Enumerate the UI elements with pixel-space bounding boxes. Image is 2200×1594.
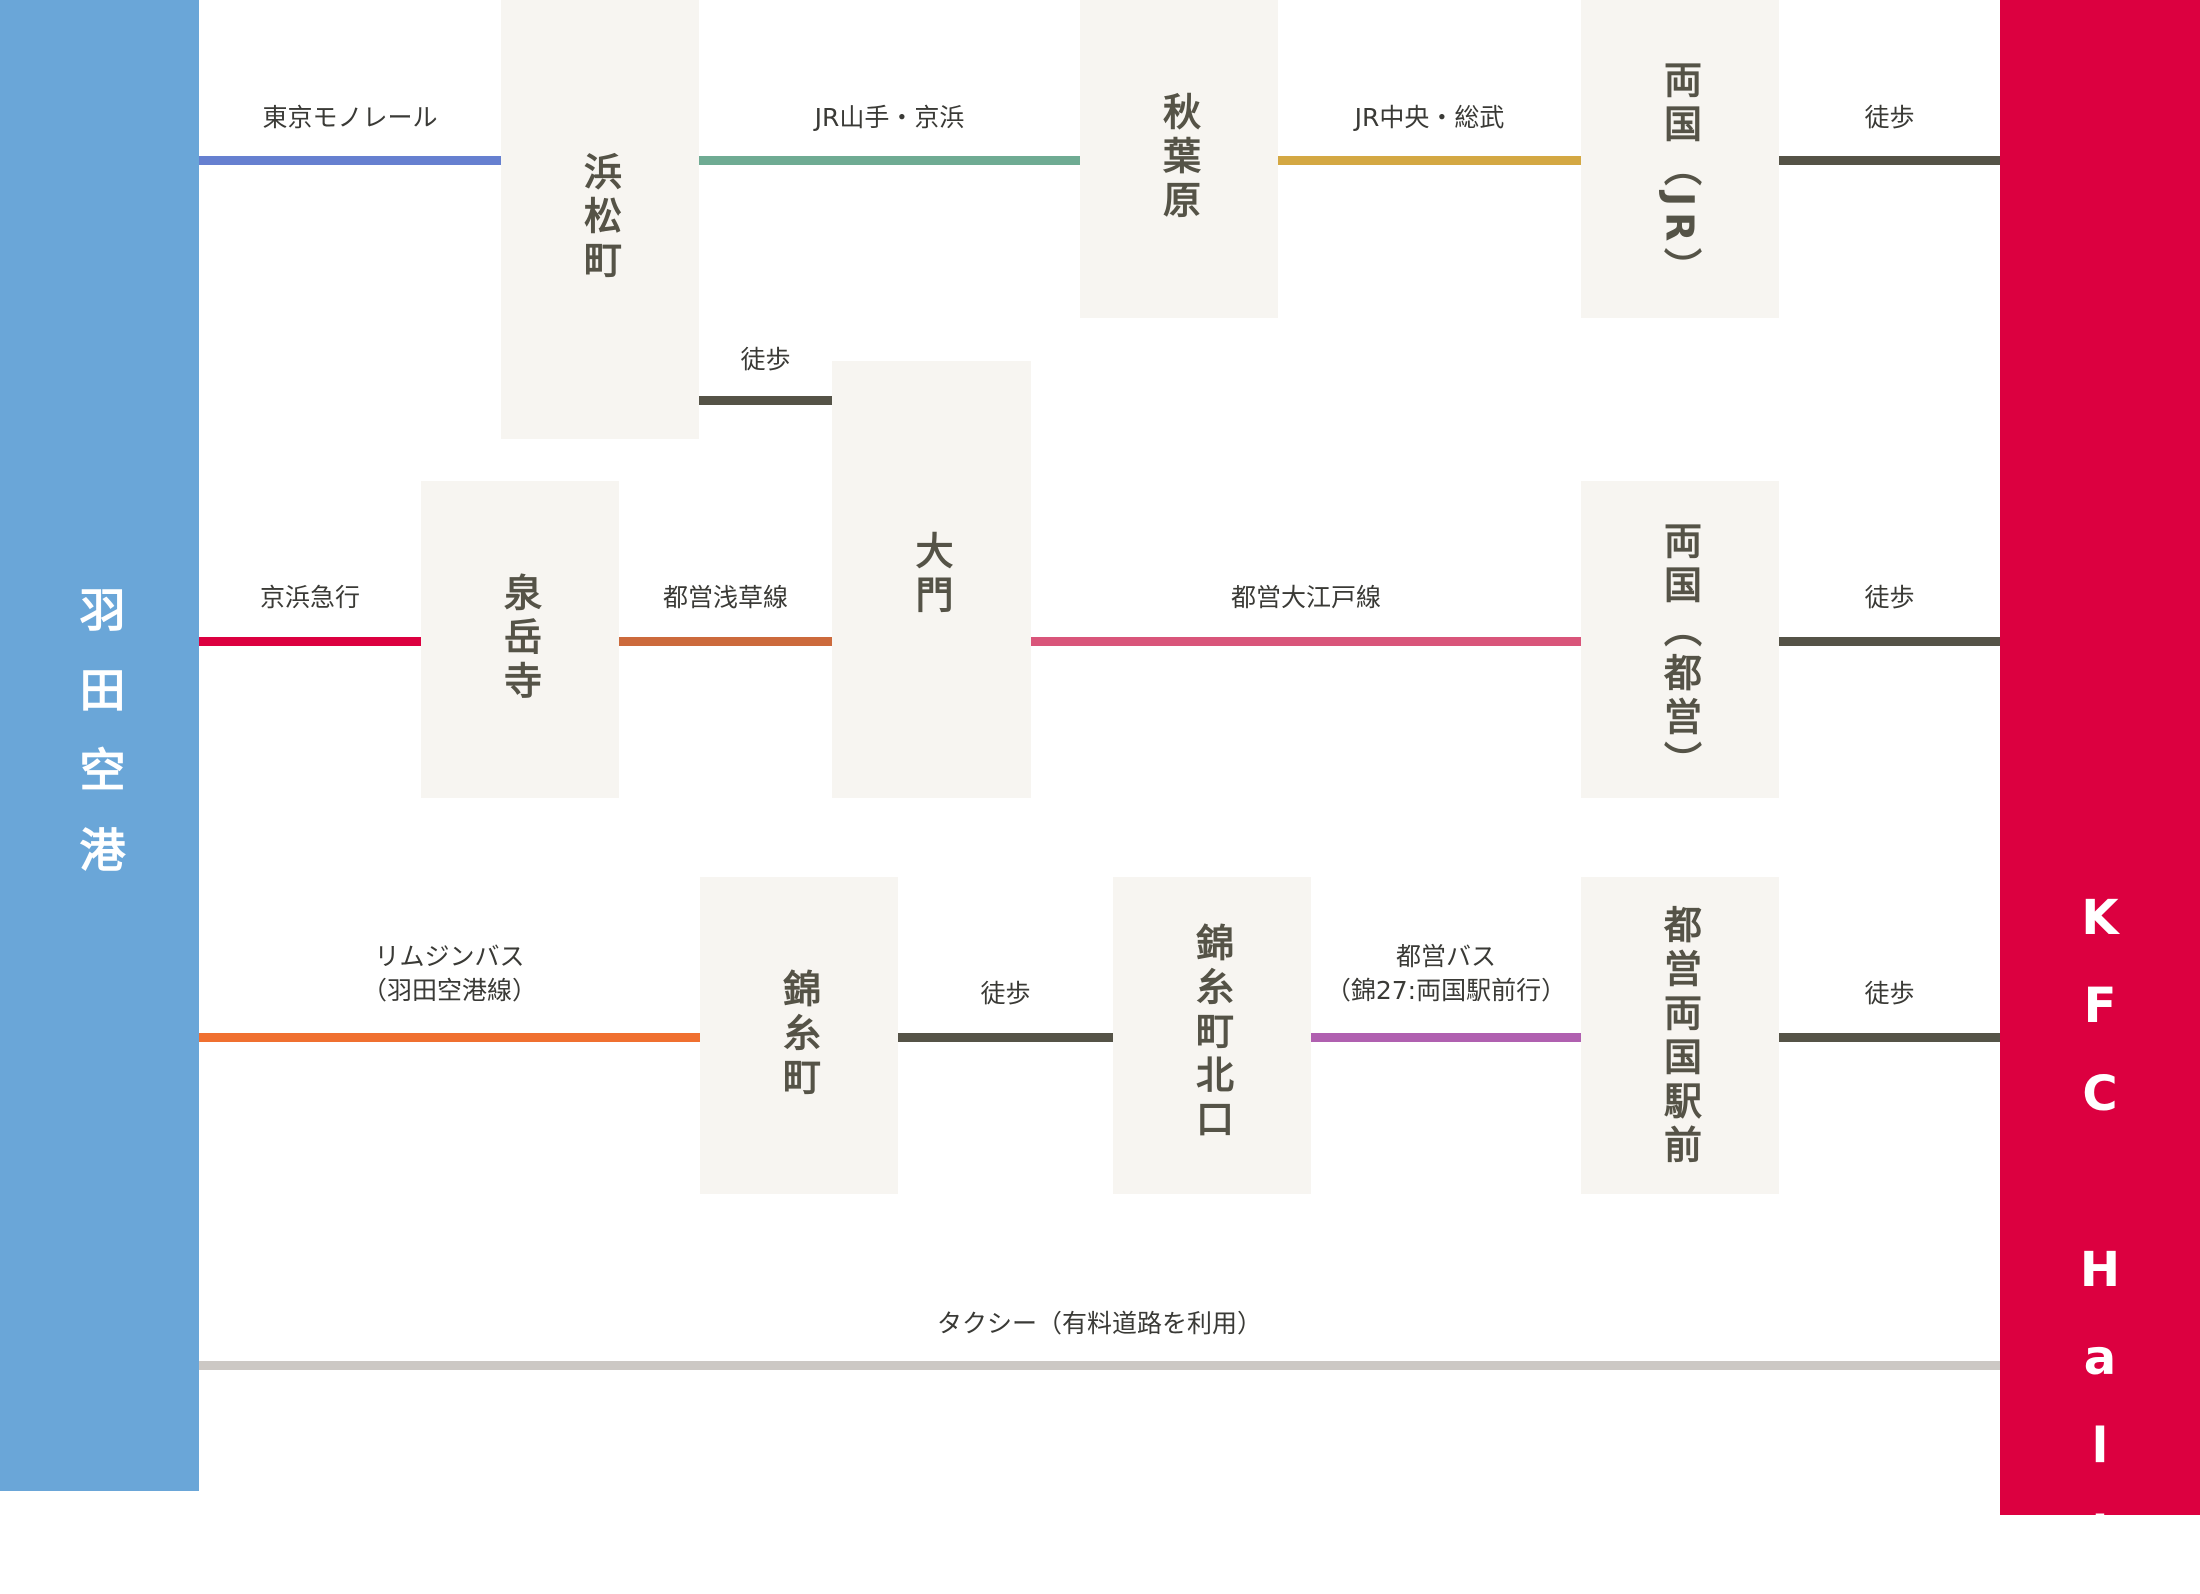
station-name: 大門	[909, 531, 953, 619]
station-sengakuji: 泉岳寺	[421, 481, 619, 798]
bus-label: 都営バス （錦27:両国駅前行）	[1311, 940, 1581, 1008]
walk-label: 徒歩	[1864, 103, 1915, 132]
limousine-label: リムジンバス （羽田空港線）	[199, 940, 700, 1008]
oedo-label: 都営大江戸線	[1230, 583, 1381, 612]
limousine-label-line2: （羽田空港線）	[361, 976, 537, 1005]
station-name: 両国（JR）	[1657, 60, 1702, 292]
station-name: 錦糸町	[776, 969, 821, 1101]
station-name: 泉岳寺	[497, 573, 542, 705]
walk-line	[1779, 156, 2000, 165]
jr-yamanote-label: JR山手・京浜	[814, 103, 965, 132]
station-name: 両国（都営）	[1657, 521, 1702, 785]
station-name: 錦糸町北口	[1189, 923, 1234, 1143]
station-name: 浜松町	[577, 152, 622, 284]
walk-line	[1779, 637, 2000, 646]
walk-label: 徒歩	[980, 979, 1031, 1008]
station-ryogoku-toei: 両国（都営）	[1581, 481, 1779, 798]
asakusa-line	[619, 637, 832, 646]
kfc-hall-terminal: KFC Hall	[2000, 0, 2200, 1594]
limousine-label-line1: リムジンバス	[374, 942, 525, 971]
jr-chuo-line	[1278, 156, 1581, 165]
bus-label-line1: 都営バス	[1395, 942, 1496, 971]
haneda-airport-terminal: 羽田空港	[0, 0, 199, 1491]
station-daimon: 大門	[832, 361, 1031, 798]
bus-label-line2: （錦27:両国駅前行）	[1325, 976, 1567, 1005]
jr-chuo-label: JR中央・総武	[1354, 103, 1505, 132]
station-kinshicho-kitaguchi: 錦糸町北口	[1113, 877, 1311, 1194]
station-name: 都営両国駅前	[1657, 905, 1702, 1169]
walk-line	[699, 396, 832, 405]
walk-label: 徒歩	[1864, 583, 1915, 612]
station-akihabara: 秋葉原	[1080, 0, 1278, 318]
keikyu-label: 京浜急行	[259, 583, 360, 612]
monorail-line	[199, 156, 501, 165]
bus-line	[1311, 1033, 1581, 1042]
limousine-line	[199, 1033, 700, 1042]
origin-label: 羽田空港	[72, 585, 127, 906]
taxi-label: タクシー（有料道路を利用）	[936, 1309, 1262, 1338]
keikyu-line	[199, 637, 421, 646]
walk-line	[898, 1033, 1113, 1042]
taxi-line	[199, 1361, 2000, 1370]
walk-line	[1779, 1033, 2000, 1042]
station-name: 秋葉原	[1156, 92, 1201, 224]
asakusa-label: 都営浅草線	[662, 583, 788, 612]
monorail-label: 東京モノレール	[262, 103, 438, 132]
station-hamamatsucho: 浜松町	[501, 0, 699, 439]
station-ryogoku-jr: 両国（JR）	[1581, 0, 1779, 318]
jr-yamanote-line	[699, 156, 1080, 165]
station-kinshicho: 錦糸町	[700, 877, 898, 1194]
destination-label: KFC Hall	[2072, 890, 2128, 1594]
station-toei-ryogoku-ekimae: 都営両国駅前	[1581, 877, 1779, 1194]
walk-label: 徒歩	[740, 345, 791, 374]
walk-label: 徒歩	[1864, 979, 1915, 1008]
oedo-line	[1031, 637, 1581, 646]
